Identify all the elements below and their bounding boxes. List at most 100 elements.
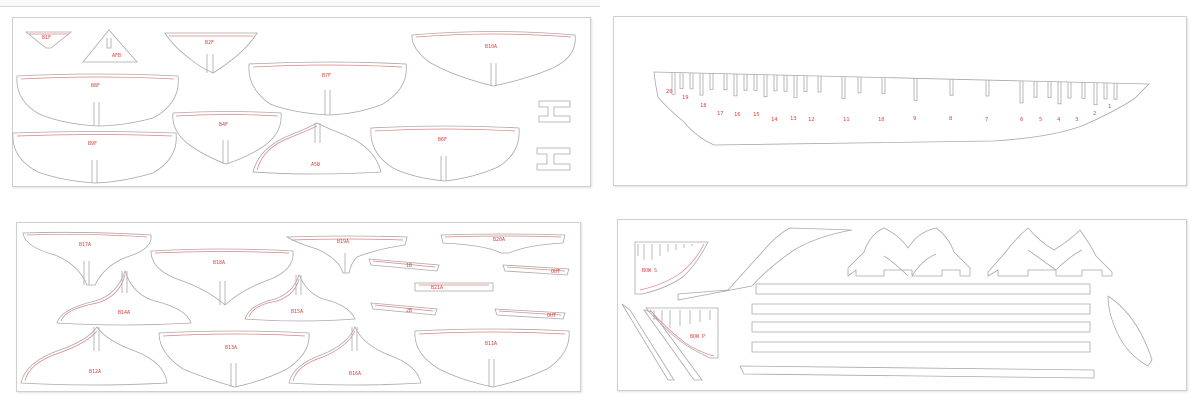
station-number: 17 — [717, 111, 724, 117]
part-b10a: B10A — [411, 31, 576, 87]
keel-slot — [1019, 80, 1024, 104]
station-number: 14 — [771, 117, 778, 123]
keel-slot — [841, 76, 846, 99]
frame-sheet-2: B17A B18A B19A B20A 1B OUT B21A — [16, 222, 581, 392]
keel-slot — [753, 74, 758, 91]
bracket-parts — [536, 100, 571, 171]
bow-sheet: BOW S BOW P — [617, 219, 1187, 391]
part-label: B20A — [493, 237, 505, 243]
keel-sheet: 20 19 18 17 16 15 14 13 12 11 10 9 8 7 6… — [613, 16, 1187, 186]
station-number: 9 — [913, 116, 916, 122]
part-b20a: B20A — [440, 233, 566, 254]
keel-slot — [699, 73, 704, 96]
part-b13a: B13A — [158, 330, 310, 388]
station-number: 8 — [949, 116, 952, 122]
keel-slot — [803, 75, 808, 92]
keel-slot — [1057, 81, 1062, 105]
part-label: B7F — [322, 73, 331, 79]
part-label: B15A — [291, 309, 303, 315]
keel-outline — [653, 71, 1150, 146]
part-out-1: OUT — [502, 264, 570, 276]
part-label: B9F — [88, 141, 97, 147]
part-bow-p: BOW P — [645, 307, 719, 359]
part-label: B2F — [205, 40, 214, 46]
part-label: B17A — [79, 242, 91, 248]
station-number: 11 — [843, 117, 850, 123]
part-afb: AFB — [82, 29, 138, 63]
part-label: B21A — [431, 285, 443, 291]
part-b17a: B17A — [22, 231, 152, 286]
part-a5b: A5B — [252, 122, 382, 175]
station-number: 13 — [790, 116, 797, 122]
part-label: B14A — [118, 310, 130, 316]
part-out-2: OUT — [494, 308, 566, 320]
keel-slot — [709, 73, 714, 90]
part-label: B18A — [213, 260, 225, 266]
part-b21a: B21A — [414, 282, 494, 292]
station-number: 3 — [1075, 117, 1078, 123]
frame-sheet-1-drawing: B1F AFB B2F B10A B7F B8F B4F — [12, 29, 576, 184]
station-number: 6 — [1020, 117, 1023, 123]
part-label: B12A — [89, 369, 101, 375]
part-label: A5B — [311, 162, 320, 168]
part-label: AFB — [112, 53, 121, 59]
station-number: 19 — [682, 95, 689, 101]
keel-slot — [1113, 83, 1118, 100]
keel-slot — [723, 73, 728, 91]
station-number: 15 — [753, 112, 760, 118]
part-label: OUT — [547, 313, 556, 319]
keel-drawing: 20 19 18 17 16 15 14 13 12 11 10 9 8 7 6… — [653, 71, 1150, 146]
bow-sheet-drawing: BOW S BOW P — [621, 227, 1153, 381]
top-ruler — [0, 0, 600, 7]
part-label: B8F — [91, 83, 100, 89]
frame-sheet-1: B1F AFB B2F B10A B7F B8F B4F — [12, 17, 591, 187]
part-label: B16A — [349, 371, 361, 377]
part-b1f: B1F — [24, 31, 73, 49]
keel-station-numbers: 20 19 18 17 16 15 14 13 12 11 10 9 8 7 6… — [666, 89, 1111, 123]
keel-slot — [1081, 82, 1086, 99]
keel-slot — [689, 72, 694, 90]
part-b6f: B6F — [370, 125, 520, 182]
part-label: B4F — [219, 122, 228, 128]
part-label: B10A — [485, 44, 497, 50]
part-label: B19A — [337, 239, 349, 245]
part-label: BOW P — [690, 334, 705, 340]
station-number: 12 — [808, 117, 815, 123]
keel-slot — [913, 78, 918, 101]
keel-slot — [671, 72, 676, 95]
part-b2f: B2F — [164, 32, 258, 74]
keel-slot — [783, 75, 788, 92]
keel-slot — [679, 72, 684, 89]
part-b9f: B9F — [12, 131, 177, 184]
keel-slot — [773, 74, 778, 92]
part-label: OUT — [551, 269, 560, 275]
keel-slot-notches — [671, 72, 1118, 106]
planking-strips — [739, 283, 1095, 379]
keel-slot — [817, 76, 822, 93]
part-b14a: B14A — [56, 269, 192, 326]
keel-slot — [949, 79, 954, 96]
part-b4f: B4F — [172, 111, 282, 165]
part-2b: 2B — [370, 302, 438, 316]
part-label: B13A — [225, 345, 237, 351]
part-slivers — [621, 303, 703, 381]
station-number: 18 — [700, 103, 707, 109]
part-label: 1B — [406, 263, 412, 269]
part-frame-pair-1 — [847, 227, 971, 277]
part-bow-s: BOW S — [634, 241, 709, 295]
part-frame-pair-2 — [987, 227, 1113, 277]
keel-slot — [743, 74, 748, 91]
keel-slot — [1047, 81, 1052, 98]
part-1b: 1B — [368, 258, 440, 272]
station-number: 7 — [985, 117, 988, 123]
keel-slot — [1033, 81, 1038, 98]
station-number: 16 — [734, 112, 741, 118]
part-b15a: B15A — [244, 273, 356, 322]
part-b7f: B7F — [248, 61, 407, 116]
keel-slot — [857, 76, 862, 94]
station-number: 1 — [1108, 104, 1111, 110]
part-b18a: B18A — [150, 248, 294, 306]
station-number: 4 — [1057, 117, 1061, 123]
station-number: 2 — [1093, 111, 1096, 117]
part-b12a: B12A — [20, 326, 168, 386]
